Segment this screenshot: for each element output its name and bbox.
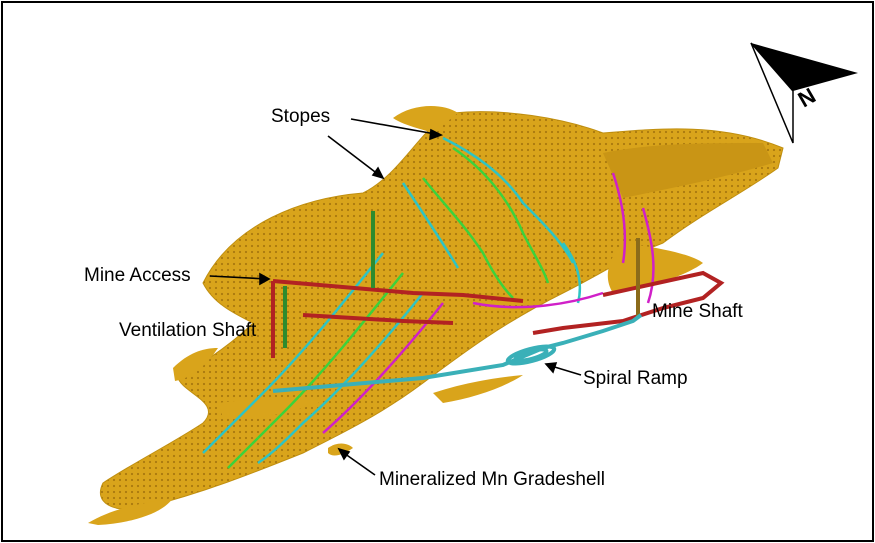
stopes-arrowhead-1: [429, 128, 444, 141]
spiral-ramp: [272, 313, 643, 393]
label-mine-shaft: Mine Shaft: [652, 301, 743, 322]
ventilation-shaft: [283, 211, 375, 348]
mine-access-arrow: [209, 275, 269, 280]
spiral-ramp-arrowhead: [544, 362, 558, 374]
label-spiral-ramp: Spiral Ramp: [583, 368, 688, 389]
north-arrow: [750, 42, 858, 144]
gradeshell-body: [88, 106, 784, 525]
label-ventilation-shaft: Ventilation Shaft: [119, 320, 257, 341]
mine-access-arrowhead: [259, 272, 271, 286]
stopes-arrowhead-2: [371, 166, 385, 180]
stopes-arrow-2: [327, 135, 384, 179]
callout-arrows: [209, 118, 582, 476]
gradeshell-arrowhead: [337, 447, 351, 461]
mine-access-tunnels: [271, 270, 725, 358]
label-stopes: Stopes: [271, 106, 331, 127]
stopes-arrow-1: [350, 118, 442, 136]
stope-lines: [202, 136, 655, 469]
north-arrow-light-face: [750, 42, 794, 144]
label-mine-access: Mine Access: [84, 265, 191, 286]
label-gradeshell: Mineralized Mn Gradeshell: [379, 469, 605, 490]
north-arrow-dark-face: [751, 43, 858, 91]
mine-model-scene: [88, 42, 858, 525]
